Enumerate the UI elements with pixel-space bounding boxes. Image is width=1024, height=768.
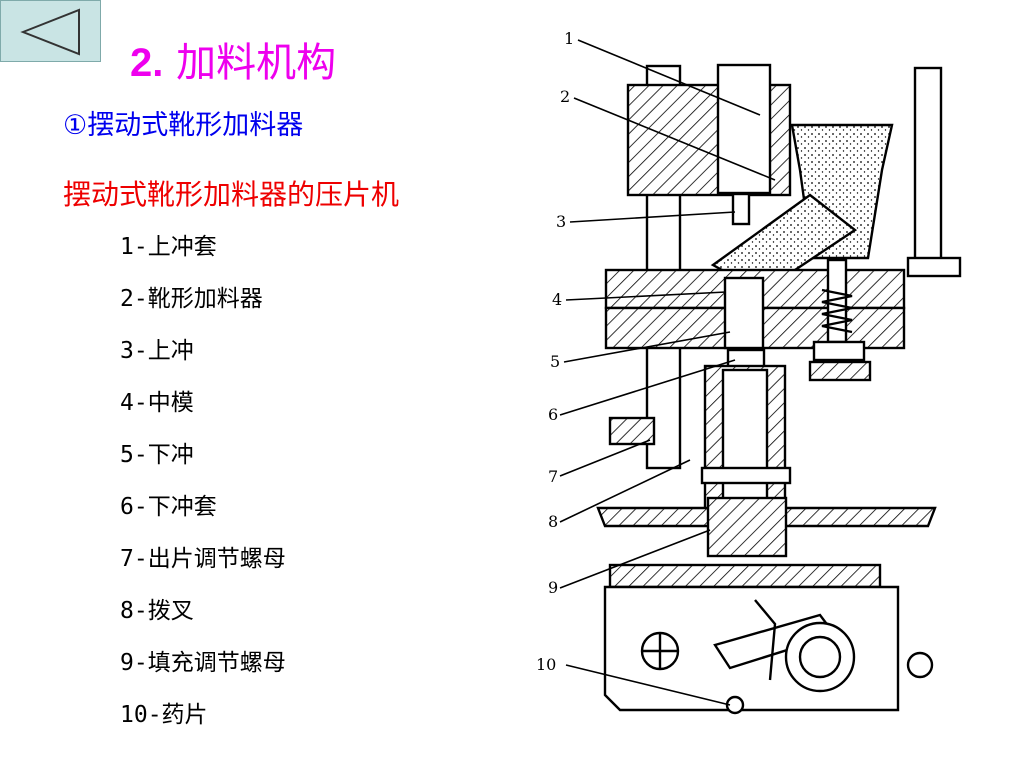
diagram-heading: 摆动式靴形加料器的压片机 [63, 178, 400, 211]
part-item-6: 6-下冲套 [120, 494, 217, 520]
part-item-4: 4-中模 [120, 390, 194, 416]
parts-list: 1-上冲套 2-靴形加料器 3-上冲 4-中模 5-下冲 6-下冲套 7-出片调… [120, 232, 286, 752]
diagram-label-3: 3 [556, 212, 566, 231]
part-item-8: 8-拨叉 [120, 598, 194, 624]
diagram-label-7: 7 [548, 467, 558, 486]
tablet-press-diagram: 1 2 3 4 5 6 7 8 9 10 [536, 29, 962, 715]
back-button[interactable] [0, 0, 101, 62]
part-item-3: 3-上冲 [120, 338, 194, 364]
part-item-10: 10-药片 [120, 702, 208, 728]
diagram-label-6: 6 [548, 405, 558, 424]
part-item-9: 9-填充调节螺母 [120, 650, 286, 676]
diagram-label-4: 4 [552, 290, 562, 309]
page-title: 2. 加料机构 [130, 30, 336, 88]
diagram-label-2: 2 [560, 87, 570, 106]
diagram-label-9: 9 [548, 578, 558, 597]
title-number: 2. [130, 41, 164, 85]
diagram-label-1: 1 [564, 29, 574, 48]
title-text: 加料机构 [176, 40, 337, 86]
diagram-label-10: 10 [536, 655, 556, 674]
diagram-label-5: 5 [550, 352, 560, 371]
triangle-left-icon [20, 8, 80, 56]
diagram-label-8: 8 [548, 512, 558, 531]
part-item-7: 7-出片调节螺母 [120, 546, 286, 572]
section-subtitle: ①摆动式靴形加料器 [63, 110, 304, 141]
part-item-5: 5-下冲 [120, 442, 194, 468]
part-item-2: 2-靴形加料器 [120, 286, 263, 312]
part-item-1: 1-上冲套 [120, 234, 217, 260]
